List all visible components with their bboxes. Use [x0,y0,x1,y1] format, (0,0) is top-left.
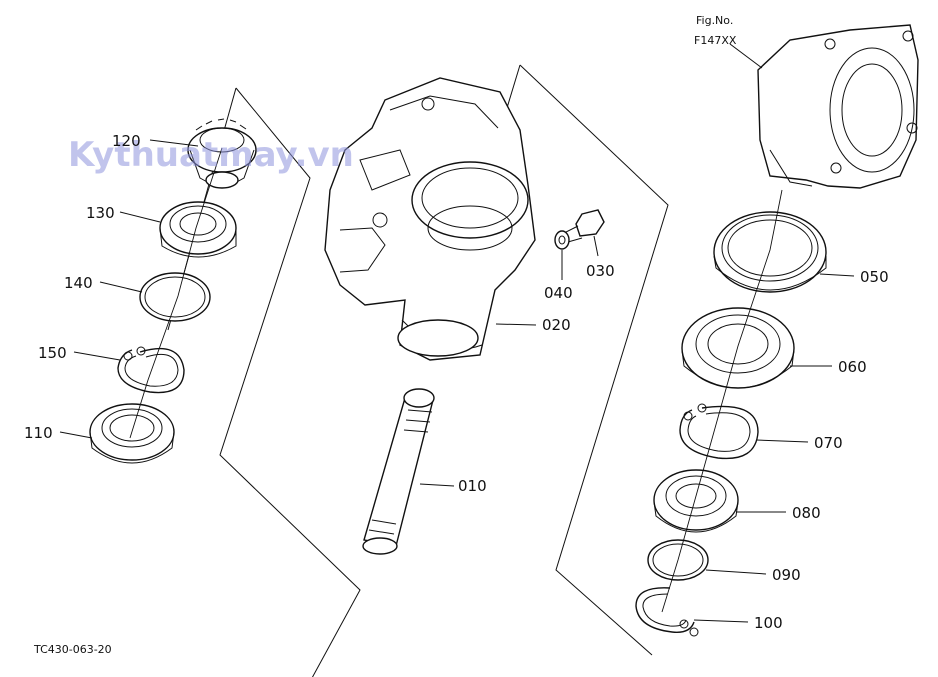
splined-shaft-010 [362,388,435,555]
washer-040 [554,230,570,250]
reference-housing [757,24,919,189]
label-130: 130 [86,204,115,222]
label-120: 120 [112,132,141,150]
oil-seal-050 [713,211,827,293]
circlip-150 [117,346,185,394]
label-060: 060 [838,358,867,376]
bevel-gear-120 [187,118,257,189]
label-090: 090 [772,566,801,584]
ball-bearing-060 [681,307,795,389]
label-140: 140 [64,274,93,292]
label-110: 110 [24,424,53,442]
leader-lines [59,43,855,623]
label-040: 040 [544,284,573,302]
label-050: 050 [860,268,889,286]
circlip-070 [679,403,759,460]
label-010: 010 [458,477,487,495]
gear-case-020 [324,77,536,361]
left-assembly-frame [167,87,361,677]
circlip-100 [635,587,699,637]
drawing-code: TC430-063-20 [33,643,112,656]
bolt-030 [565,209,605,243]
ball-bearing-080 [653,469,739,533]
label-150: 150 [38,344,67,362]
label-080: 080 [792,504,821,522]
label-100: 100 [754,614,783,632]
right-centerline [661,189,783,613]
label-030: 030 [586,262,615,280]
watermark-text: Kythuatmay.vn [68,135,354,175]
figure-note-line2: F147XX [694,34,737,47]
left-centerline [129,147,223,439]
label-070: 070 [814,434,843,452]
ring-140 [139,272,211,322]
label-020: 020 [542,316,571,334]
oil-seal-110 [89,403,175,464]
figure-note-line1: Fig.No. [696,14,733,27]
ball-bearing-130 [159,201,237,258]
